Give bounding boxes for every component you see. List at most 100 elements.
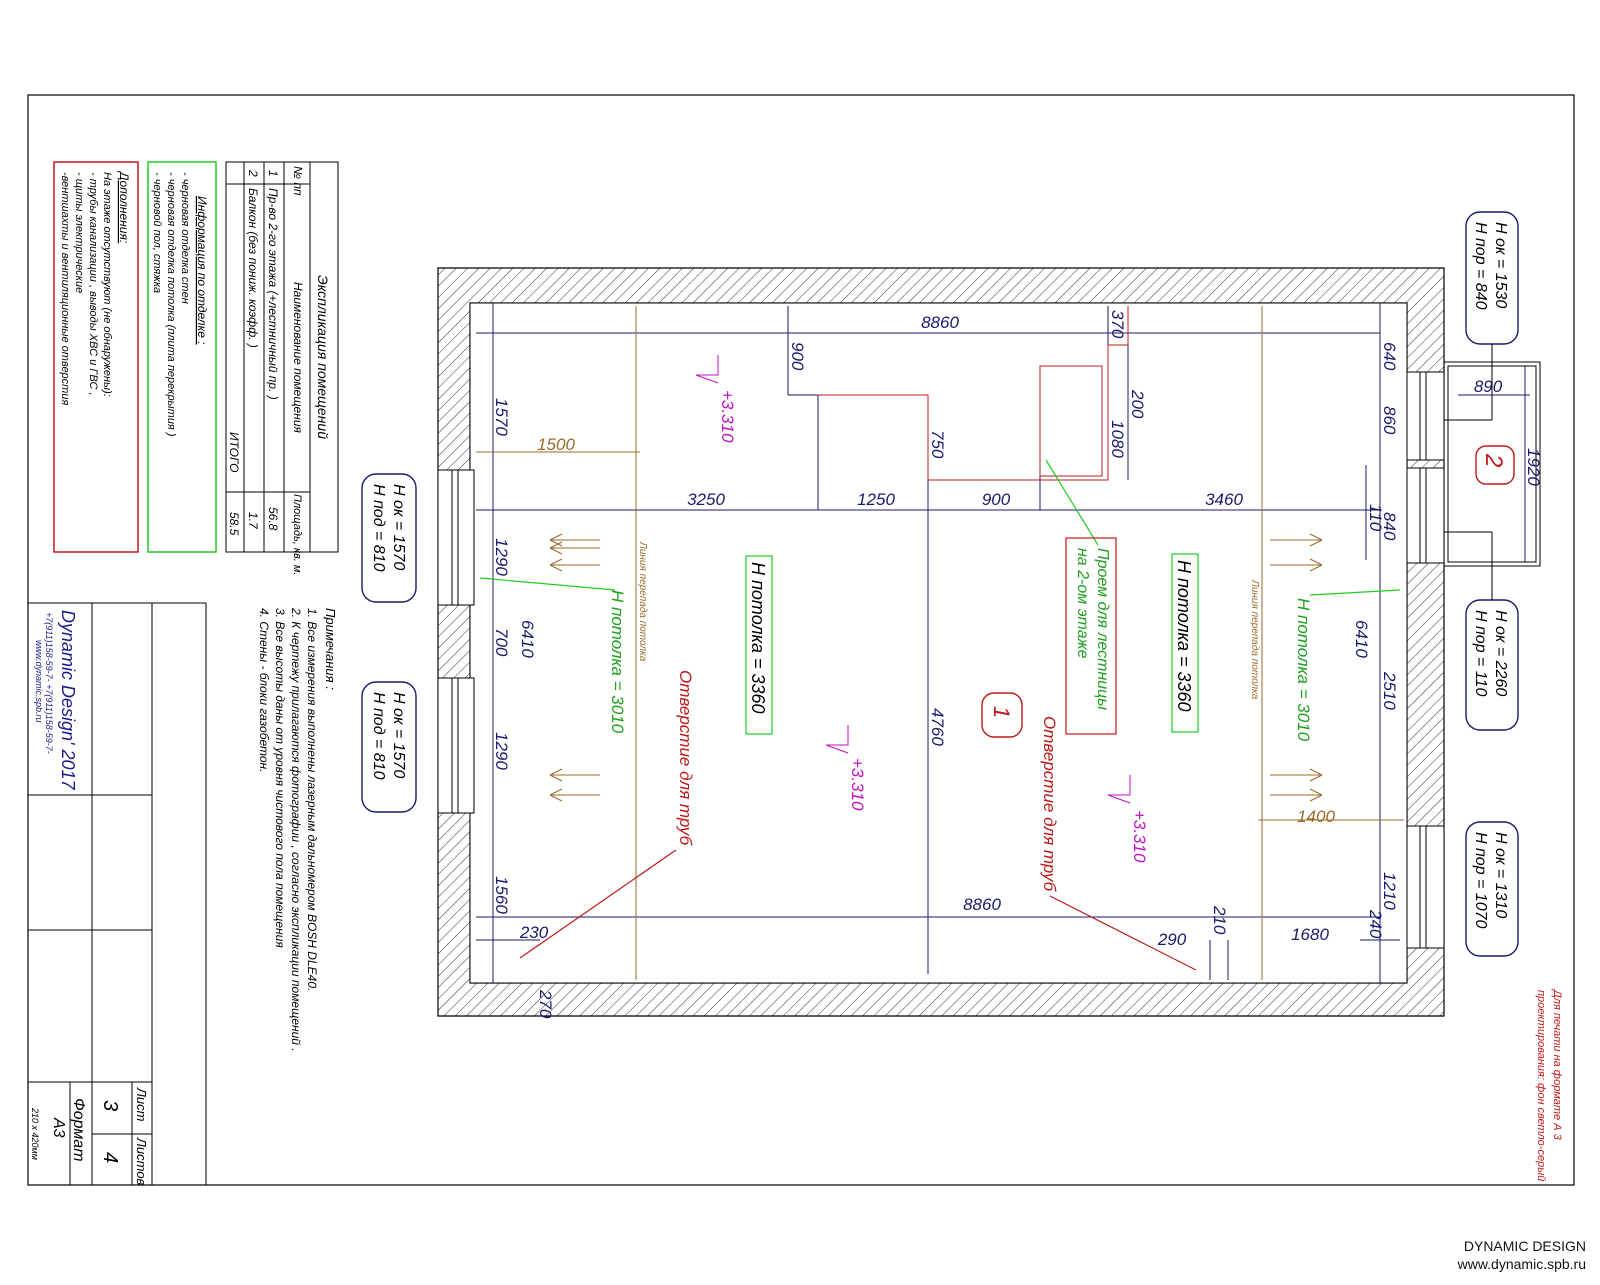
explication-header-num: № пп: [291, 166, 305, 196]
dim-1500: 1500: [537, 435, 575, 454]
window-tag: H ок = 2260 H пор = 110: [1444, 531, 1519, 731]
note-line: 3. Все высоты даны от уровня чистового п…: [273, 608, 287, 948]
explication-header-area: Площадь, кв. м.: [291, 494, 303, 576]
note-line: 4. Стены - блоки газобетон.: [257, 608, 271, 772]
explication-row-area: 56.8: [266, 507, 280, 531]
ceiling-height-green-left: H потолка = 3010: [608, 590, 627, 734]
dim-mid-a: 3250: [687, 490, 725, 509]
notes-title: Примечания :: [323, 608, 338, 690]
window-tag-height: H ок = 1530: [1492, 222, 1509, 308]
explication-row-name: Пр-во 2-го этажа (+лестничный пр. ): [266, 188, 280, 400]
dim-left-700: 700: [492, 628, 511, 657]
dim-right-860: 860: [1380, 406, 1399, 435]
explication-row-area: 1.7: [246, 512, 260, 530]
dim-right-2510: 2510: [1380, 671, 1399, 710]
dim-right-640: 640: [1380, 342, 1399, 371]
window-tag: H ок = 1570 H под = 810: [361, 681, 417, 813]
dim-right-840: 840: [1380, 512, 1399, 541]
window-tag-sill: H пор = 110: [1472, 610, 1489, 696]
note-line: 2. К чертежу прилагаются фотографии , со…: [289, 607, 303, 1052]
explication-row-num: 2: [246, 169, 260, 177]
dim-left-width: 6410: [518, 620, 537, 658]
window-tag-sill: H под = 810: [370, 484, 387, 572]
additional-line: -вентшахты и вентиляционные отверстия: [59, 172, 71, 405]
stair-opening-outline: [818, 306, 1129, 481]
pipe-hole-left: Отверстие для труб: [676, 670, 695, 847]
print-note-line: Для печати на формате А 3: [1551, 988, 1563, 1141]
dim-4760: 4760: [928, 708, 947, 746]
dim-200: 200: [1128, 389, 1147, 419]
dim-right-110: 110: [1366, 504, 1385, 532]
window-tag: H ок = 1310 H пор = 1070: [1465, 821, 1519, 957]
dim-left-1570: 1570: [492, 398, 511, 436]
dim-left-1290a: 1290: [492, 538, 511, 576]
company-site: www.dynamic.spb.ru: [34, 640, 44, 723]
ceiling-height-green-right: H потолка = 3010: [1294, 598, 1313, 742]
explication-table: Экспликация помещений № пп Наименование …: [225, 161, 339, 576]
dim-mid-d: 3460: [1205, 490, 1243, 509]
dim-1680: 1680: [1291, 925, 1329, 944]
window-tag: H ок = 1530 H пор = 840: [1444, 211, 1519, 421]
window-tag-sill: H пор = 840: [1472, 222, 1489, 310]
format-label: Формат: [70, 1098, 87, 1162]
slab-line-label: Линия перепада потолка: [1249, 579, 1260, 700]
dim-balcony-1920: 1920: [1524, 448, 1543, 486]
explication-row-name: Балкон (без пониж. коэфф. ): [246, 188, 260, 348]
finish-info-box: Информация по отделке : - черновая отдел…: [147, 161, 217, 553]
format-value: А3: [50, 1117, 67, 1138]
dim-right-1210: 1210: [1380, 872, 1399, 910]
additional-title: Дополнения:: [117, 170, 131, 243]
dim-left-1290b: 1290: [492, 732, 511, 770]
dim-370: 370: [1108, 310, 1127, 339]
explication-title: Экспликация помещений: [315, 275, 331, 439]
dim-750: 750: [928, 430, 947, 459]
dim-230: 230: [519, 923, 549, 942]
footer-url: www.dynamic.spb.ru: [1457, 1256, 1586, 1272]
additional-line: - трубы канализации , выводы ХВС и ГВС ,: [87, 172, 99, 396]
room-1-number: 1: [989, 706, 1014, 718]
explication-total-value: 58.5: [227, 512, 241, 536]
dim-top-length: 8860: [921, 313, 959, 332]
vertical-dimension-labels: 1570 1290 700 1290 1560 6410 900 750 476…: [492, 310, 1543, 1019]
additional-line: - щиты электрические: [73, 172, 85, 293]
dim-bottom-length: 8860: [963, 895, 1001, 914]
window-tag: H ок = 1570 H под = 810: [361, 473, 417, 603]
dim-mid-b: 1250: [857, 490, 895, 509]
finish-info-line: - черновой пол, стяжка: [151, 172, 163, 293]
ceiling-height-left: H потолка = 3360: [748, 562, 768, 714]
dim-balcony-890: 890: [1474, 377, 1503, 396]
notes-block: Примечания : 1. Все измерения выполнены …: [257, 607, 338, 1052]
dim-1080: 1080: [1108, 420, 1127, 458]
format-size: 210 х 420мм: [30, 1107, 40, 1160]
footer-brand: DYNAMIC DESIGN: [1463, 1238, 1586, 1254]
dim-right-240: 240: [1366, 909, 1385, 939]
additional-info-box: Дополнения: На этаже отсутствуют (не обн…: [53, 161, 139, 553]
plan-walls: [437, 267, 1541, 1017]
stair-opening-label-box: [1065, 537, 1117, 735]
window-tag-sill: H под = 810: [370, 692, 387, 780]
room-2-number: 2: [1480, 453, 1507, 467]
dim-210: 210: [1210, 905, 1229, 935]
ceiling-height-right: H потолка = 3360: [1174, 560, 1194, 712]
level-mark: [825, 725, 849, 754]
stair-opening-line: Проем для лестницы: [1094, 548, 1111, 710]
window-tag-height: H ок = 1310: [1492, 832, 1509, 918]
dimension-labels: 8860 8860 3250 1250 900 3460 1680 290 23…: [519, 313, 1503, 949]
note-line: 1. Все измерения выполнены лазерным даль…: [305, 608, 319, 991]
explication-row-num: 1: [266, 170, 280, 177]
level-mark-text: +3.310: [848, 758, 867, 811]
slab-line-label: Линия перепада потолка: [637, 541, 648, 662]
window-tag-sill: H пор = 1070: [1472, 832, 1489, 929]
level-mark-text: +3.310: [1130, 810, 1149, 863]
sheets-label: Листов: [134, 1137, 149, 1186]
dim-right-width: 6410: [1352, 620, 1371, 658]
title-block: Dynamic Design' 2017 +7(911)158-59-7- +7…: [27, 602, 207, 1186]
print-note-line: проектирования: фон светло-серый: [1535, 990, 1547, 1181]
explication-header-name: Наименование помещения: [291, 282, 305, 433]
finish-info-title: Информация по отделке :: [195, 196, 209, 345]
window-tag-height: H ок = 1570: [390, 484, 407, 570]
slope-arrows: [549, 533, 1323, 802]
dim-290: 290: [1157, 930, 1187, 949]
level-mark: [1107, 775, 1131, 804]
